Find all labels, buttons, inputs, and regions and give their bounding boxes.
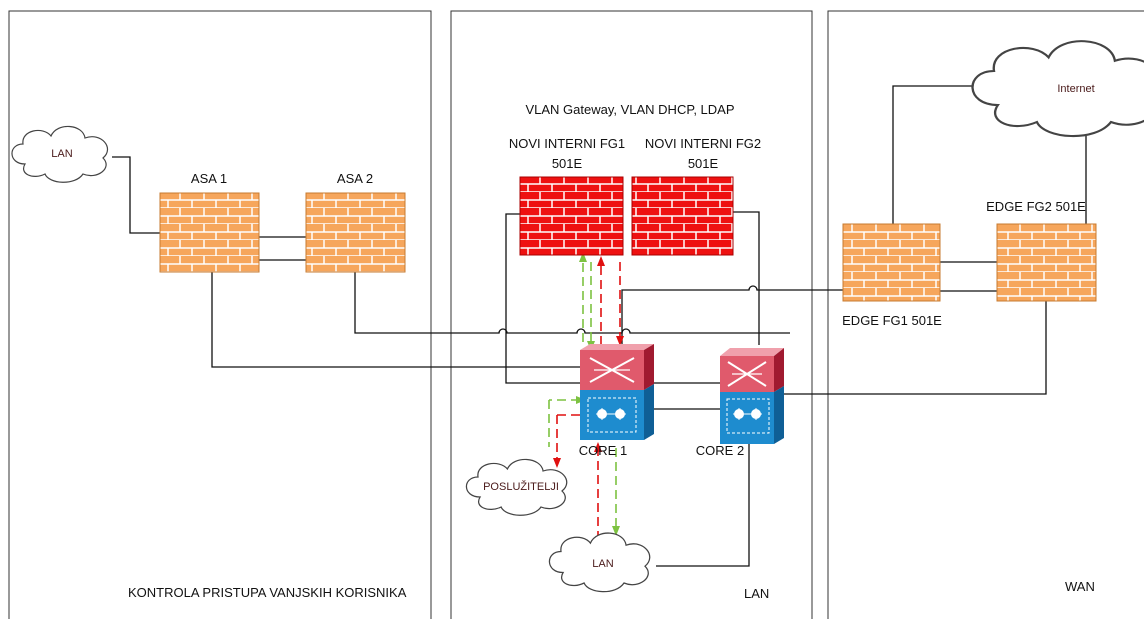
core2-switch-icon [720,348,784,444]
asa2-label: ASA 2 [337,171,373,186]
internet-cloud-label: Internet [1057,83,1094,95]
edge-fg1-firewall-icon [842,223,941,302]
zone-wan [827,10,1144,619]
lan-left-cloud-label: LAN [51,148,72,160]
header-label: VLAN Gateway, VLAN DHCP, LDAP [525,102,734,117]
core1-switch-icon [580,344,654,440]
fg1-label-line2: 501E [552,156,583,171]
fg2-firewall-icon [631,176,734,256]
fg2-label-line1: NOVI INTERNI FG2 [645,136,761,151]
fg1-label-line1: NOVI INTERNI FG1 [509,136,625,151]
asa1-firewall-icon [159,192,260,273]
core1-label: CORE 1 [579,443,627,458]
fg1-firewall-icon [519,176,624,256]
edge-fg2-label: EDGE FG2 501E [986,199,1086,214]
edge-fg1-label: EDGE FG1 501E [842,313,942,328]
zone-label-wan: WAN [1065,579,1095,594]
core2-label: CORE 2 [696,443,744,458]
zone-label-access-control: KONTROLA PRISTUPA VANJSKIH KORISNIKA [128,585,407,600]
lan-bottom-cloud-label: LAN [592,558,613,570]
zone-access-control [8,10,432,619]
fg2-label-line2: 501E [688,156,719,171]
zone-label-lan: LAN [744,586,769,601]
asa2-firewall-icon [305,192,406,273]
edge-fg2-firewall-icon [996,223,1097,302]
flow-arrows [548,258,621,540]
zone-lan [450,10,813,619]
asa1-label: ASA 1 [191,171,227,186]
servers-cloud-label: POSLUŽITELJI [483,480,559,493]
